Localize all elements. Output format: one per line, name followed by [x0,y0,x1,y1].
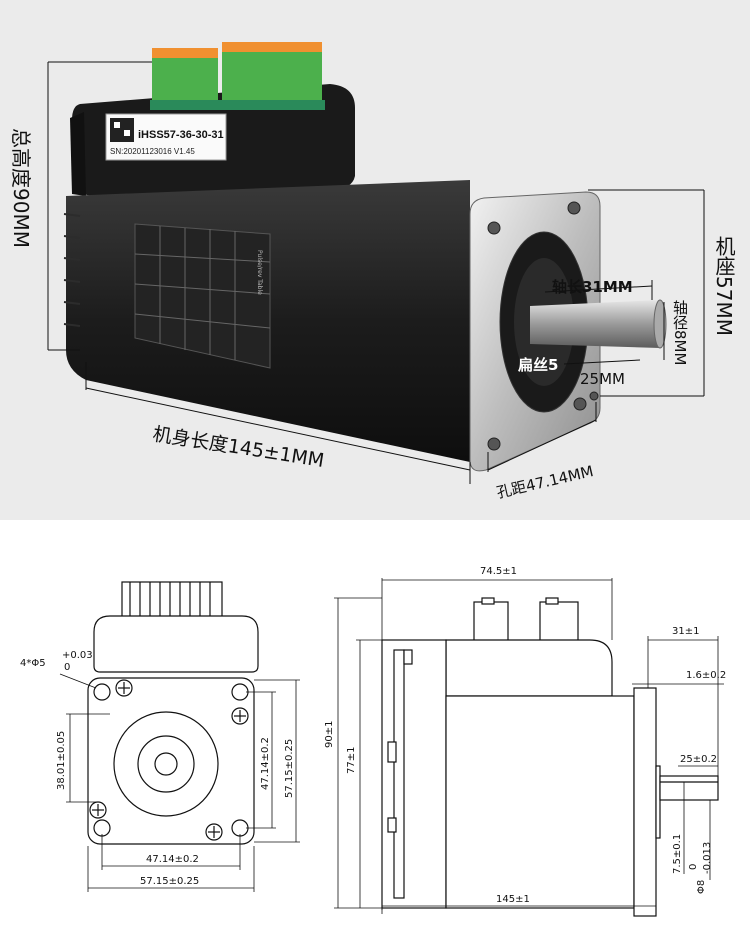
dim-5715-vertical: 57.15±0.25 [284,739,295,798]
front-view [87,581,259,845]
dim-shaft-tol-upper: 0 [688,864,699,870]
qr-code [110,118,134,142]
dim-745: 74.5±1 [480,566,517,577]
dim-5715-horizontal: 57.15±0.25 [140,876,199,887]
hole-pitch-dimension [487,402,597,472]
dim-77: 77±1 [346,747,357,774]
flat-length-callout: 扁丝5 [518,356,558,374]
body-length-callout: 机身长度145±1MM [151,423,325,472]
terminal-connectors [150,42,325,110]
cooling-fins [63,213,81,327]
dim-16: 1.6±0.2 [686,670,726,681]
dim-90: 90±1 [324,721,335,748]
frame-size-callout: 机座57MM [712,236,736,336]
motor-photo: iHSS57-36-30-31 SN:20201123016 V1.45 [9,42,736,502]
side-view-dimensions [334,578,724,914]
shaft-dimension-lines [544,280,665,365]
hole-pitch-callout: 孔距47.14MM [495,462,595,502]
dim-4714-vertical: 47.14±0.2 [260,737,271,790]
engineering-drawing: 4*Φ5 +0.03 0 38.01±0.05 47.14±0.2 57.15±… [20,566,726,917]
output-shaft [530,300,660,348]
motor-photo-panel: iHSS57-36-30-31 SN:20201123016 V1.45 [0,0,750,520]
pulse-rev-table: Pulse/rev Table [134,223,271,369]
holes-tol-lower: 0 [64,662,70,673]
engineering-drawing-panel: 4*Φ5 +0.03 0 38.01±0.05 47.14±0.2 57.15±… [0,520,750,952]
flat-depth-callout: 25MM [580,370,625,388]
holes-note: 4*Φ5 [20,658,46,669]
height-dimension [47,61,152,351]
dim-145: 145±1 [496,894,530,905]
mounting-screws [487,201,599,451]
dim-38: 38.01±0.05 [56,731,67,790]
frame-dimension [588,189,705,397]
dim-shaft-diameter: Φ8 [696,880,707,894]
side-view [381,597,719,917]
front-view-dimensions [59,673,300,892]
dim-shaft-tol-lower: -0.013 [702,842,713,874]
holes-tol-upper: +0.03 [62,650,93,661]
shaft-length-callout: 轴长31MM [552,278,633,296]
dim-4714-horizontal: 47.14±0.2 [146,854,199,865]
total-height-callout: 总高度90MM [9,128,33,248]
dim-75: 7.5±0.1 [672,834,683,874]
svg-text:Pulse/rev Table: Pulse/rev Table [256,250,263,295]
shaft-diameter-callout: 轴径8MM [671,300,689,365]
length-dimension [85,362,471,484]
model-label: iHSS57-36-30-31 [138,129,224,141]
dim-31: 31±1 [672,626,699,637]
dim-25: 25±0.2 [680,754,717,765]
serial-label: SN:20201123016 V1.45 [110,147,195,156]
